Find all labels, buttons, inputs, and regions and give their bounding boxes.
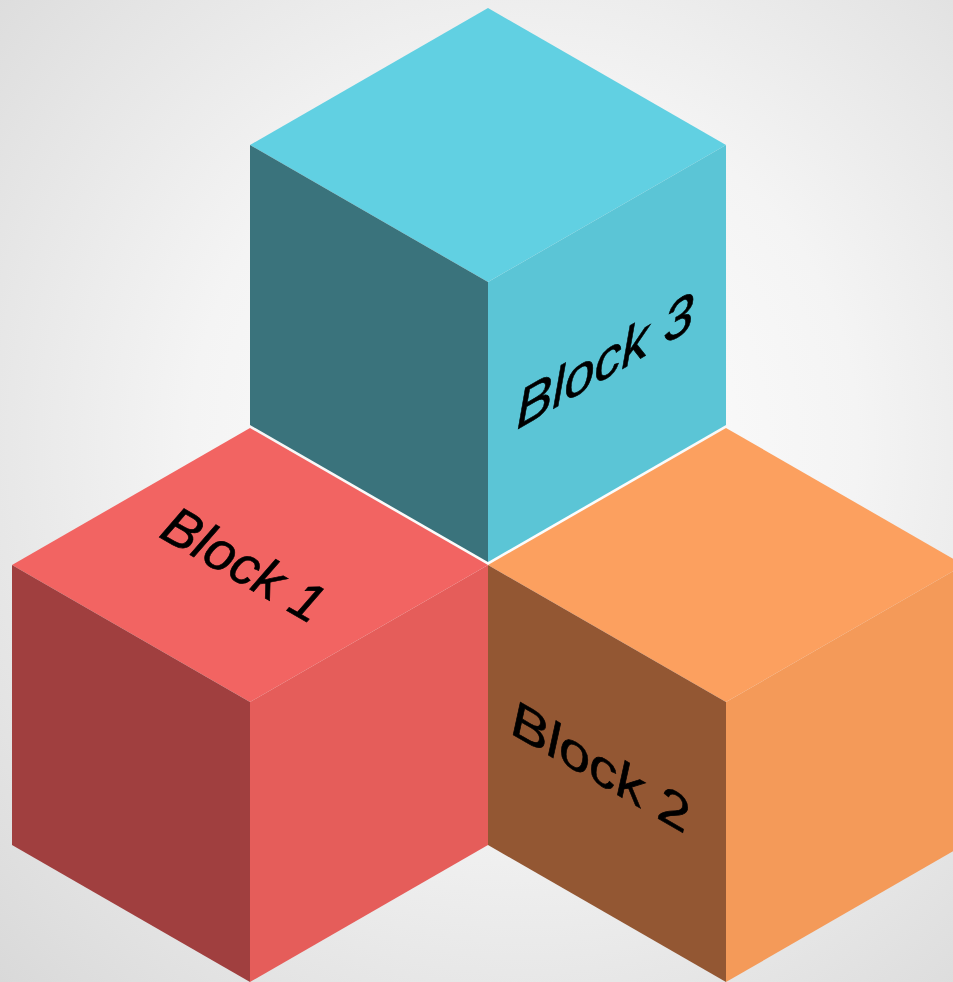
cube-block: Block 1 bbox=[12, 428, 488, 982]
cube-left-face bbox=[12, 565, 250, 982]
cube-left-face bbox=[488, 565, 726, 982]
cube-right-face bbox=[250, 565, 488, 982]
cube-shape bbox=[12, 428, 488, 982]
cube-right-face bbox=[726, 565, 953, 982]
cube-block: Block 2 bbox=[488, 428, 953, 982]
cube-shape bbox=[488, 428, 953, 982]
